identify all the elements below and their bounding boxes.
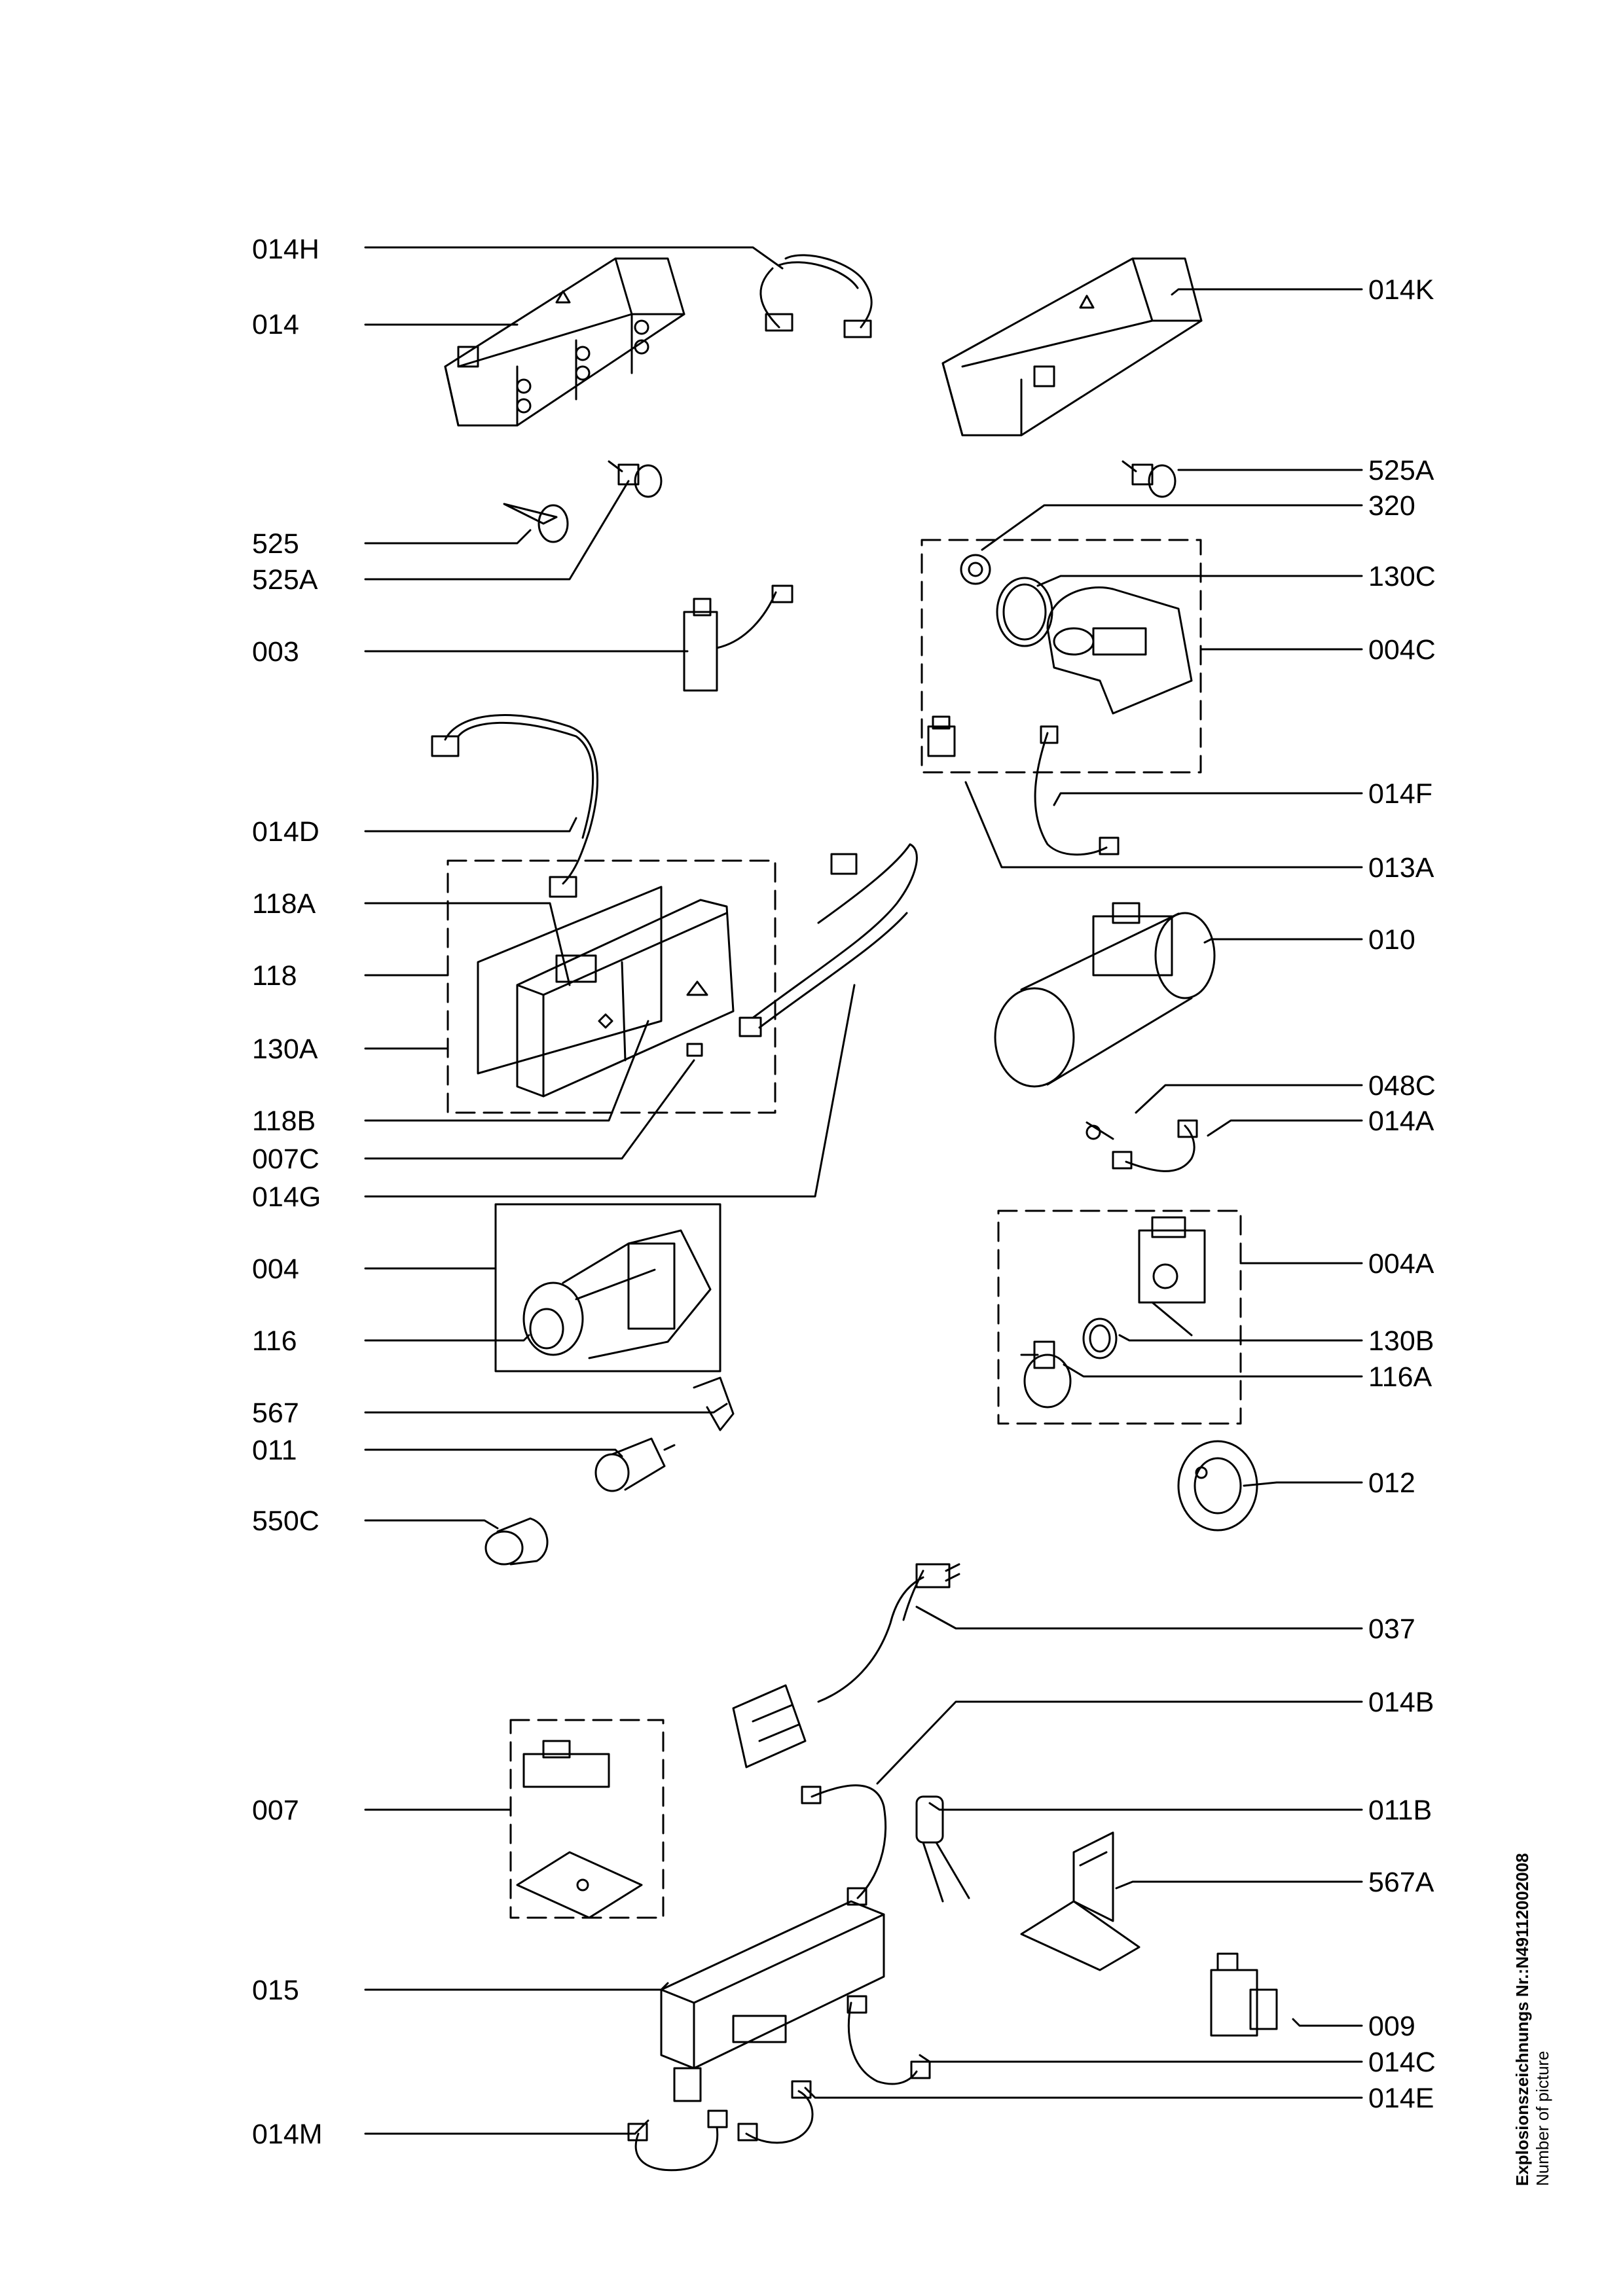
- group-box-004c: [921, 539, 1202, 774]
- part-control-module-015: [660, 1900, 885, 2102]
- label-525a-right: 525A: [1368, 455, 1434, 486]
- part-knob-525: [503, 503, 569, 543]
- part-latch-007c: [686, 1043, 703, 1057]
- part-pump-004: [522, 1229, 712, 1359]
- label-009: 009: [1368, 2011, 1415, 2042]
- part-heater-010: [994, 902, 1216, 1088]
- part-clip-567: [693, 1376, 735, 1431]
- label-014f: 014F: [1368, 778, 1433, 810]
- label-130c: 130C: [1368, 561, 1436, 592]
- part-cable-014c: [847, 1995, 931, 2085]
- label-003: 003: [252, 636, 299, 668]
- part-valve-116a: [1020, 1340, 1072, 1408]
- label-013a: 013A: [1368, 852, 1434, 884]
- part-dispenser-118: [477, 886, 735, 1098]
- part-programmer-014k: [941, 257, 1203, 437]
- part-ring-130b: [1082, 1318, 1118, 1359]
- label-048c: 048C: [1368, 1070, 1436, 1102]
- label-015: 015: [252, 1975, 299, 2006]
- label-014a: 014A: [1368, 1105, 1434, 1137]
- label-011: 011: [252, 1435, 297, 1466]
- label-014d: 014D: [252, 816, 319, 848]
- part-knob-525a-right: [1122, 460, 1176, 498]
- label-010: 010: [1368, 924, 1415, 956]
- label-007: 007: [252, 1795, 299, 1826]
- part-seal-320: [960, 554, 991, 585]
- part-pressostat-012: [1177, 1440, 1258, 1532]
- picture-number: Explosionszeichnungs Nr.:N49112002008 Nu…: [1512, 1853, 1553, 2186]
- label-004c: 004C: [1368, 634, 1436, 666]
- label-007c: 007C: [252, 1143, 319, 1175]
- part-switch-003: [683, 584, 793, 692]
- label-037: 037: [1368, 1613, 1415, 1645]
- part-capacitor-011b: [915, 1795, 970, 1903]
- part-bracket-567a: [1020, 1831, 1140, 1971]
- label-118b: 118B: [252, 1105, 316, 1137]
- part-harness-014b: [801, 1784, 887, 1906]
- part-programmer-014: [444, 257, 685, 427]
- label-320: 320: [1368, 490, 1415, 522]
- group-box-118: [447, 859, 776, 1114]
- part-float-switch-007: [516, 1740, 643, 1919]
- label-567a: 567A: [1368, 1867, 1434, 1898]
- part-capacitor-011: [594, 1437, 676, 1492]
- label-014b: 014B: [1368, 1687, 1434, 1718]
- label-525: 525: [252, 528, 299, 560]
- label-011b: 011B: [1368, 1795, 1432, 1826]
- label-014e: 014E: [1368, 2083, 1434, 2114]
- part-switch-009: [1210, 1952, 1278, 2037]
- group-frames: [439, 539, 1242, 1919]
- label-118: 118: [252, 960, 297, 992]
- part-cable-014f: [1034, 725, 1120, 856]
- label-130b: 130B: [1368, 1325, 1434, 1357]
- leader-lines: [364, 246, 1363, 2135]
- group-box-004a: [997, 1210, 1242, 1425]
- part-harness-014d: [431, 714, 598, 898]
- label-550c: 550C: [252, 1505, 319, 1537]
- part-pump-004a: [1138, 1216, 1206, 1336]
- part-ring-130c: [996, 577, 1053, 647]
- part-cable-014e: [737, 2080, 814, 2144]
- label-014h: 014H: [252, 234, 319, 265]
- part-mains-cable-037: [817, 1563, 960, 1703]
- label-525a: 525A: [252, 564, 318, 596]
- part-wire-harness-014h: [759, 254, 873, 338]
- label-014m: 014M: [252, 2119, 323, 2150]
- label-014g: 014G: [252, 1181, 321, 1213]
- label-014: 014: [252, 309, 299, 340]
- part-sensor-048c: [1085, 1121, 1114, 1140]
- part-cable-014m: [627, 2109, 728, 2172]
- label-014c: 014C: [1368, 2047, 1436, 2078]
- part-terminal-block: [732, 1684, 807, 1768]
- picture-number-caption: Number of picture: [1533, 2051, 1552, 2186]
- label-118a: 118A: [252, 888, 316, 920]
- label-116: 116: [252, 1325, 297, 1357]
- label-012: 012: [1368, 1467, 1415, 1499]
- label-130a: 130A: [252, 1033, 318, 1065]
- picture-number-title: Explosionszeichnungs Nr.:N49112002008: [1512, 1853, 1532, 2186]
- part-cap-550c: [484, 1517, 549, 1566]
- part-knob-525a: [608, 460, 663, 498]
- part-cable-014a: [1112, 1119, 1198, 1172]
- label-004: 004: [252, 1253, 299, 1285]
- label-116a: 116A: [1368, 1361, 1432, 1393]
- part-cable-014g: [739, 843, 918, 1037]
- group-box-004: [494, 1203, 721, 1372]
- part-housing-004c: [1046, 586, 1193, 715]
- label-567: 567: [252, 1397, 299, 1429]
- part-connector-013a: [927, 715, 956, 757]
- label-014k: 014K: [1368, 274, 1434, 306]
- label-004a: 004A: [1368, 1248, 1434, 1280]
